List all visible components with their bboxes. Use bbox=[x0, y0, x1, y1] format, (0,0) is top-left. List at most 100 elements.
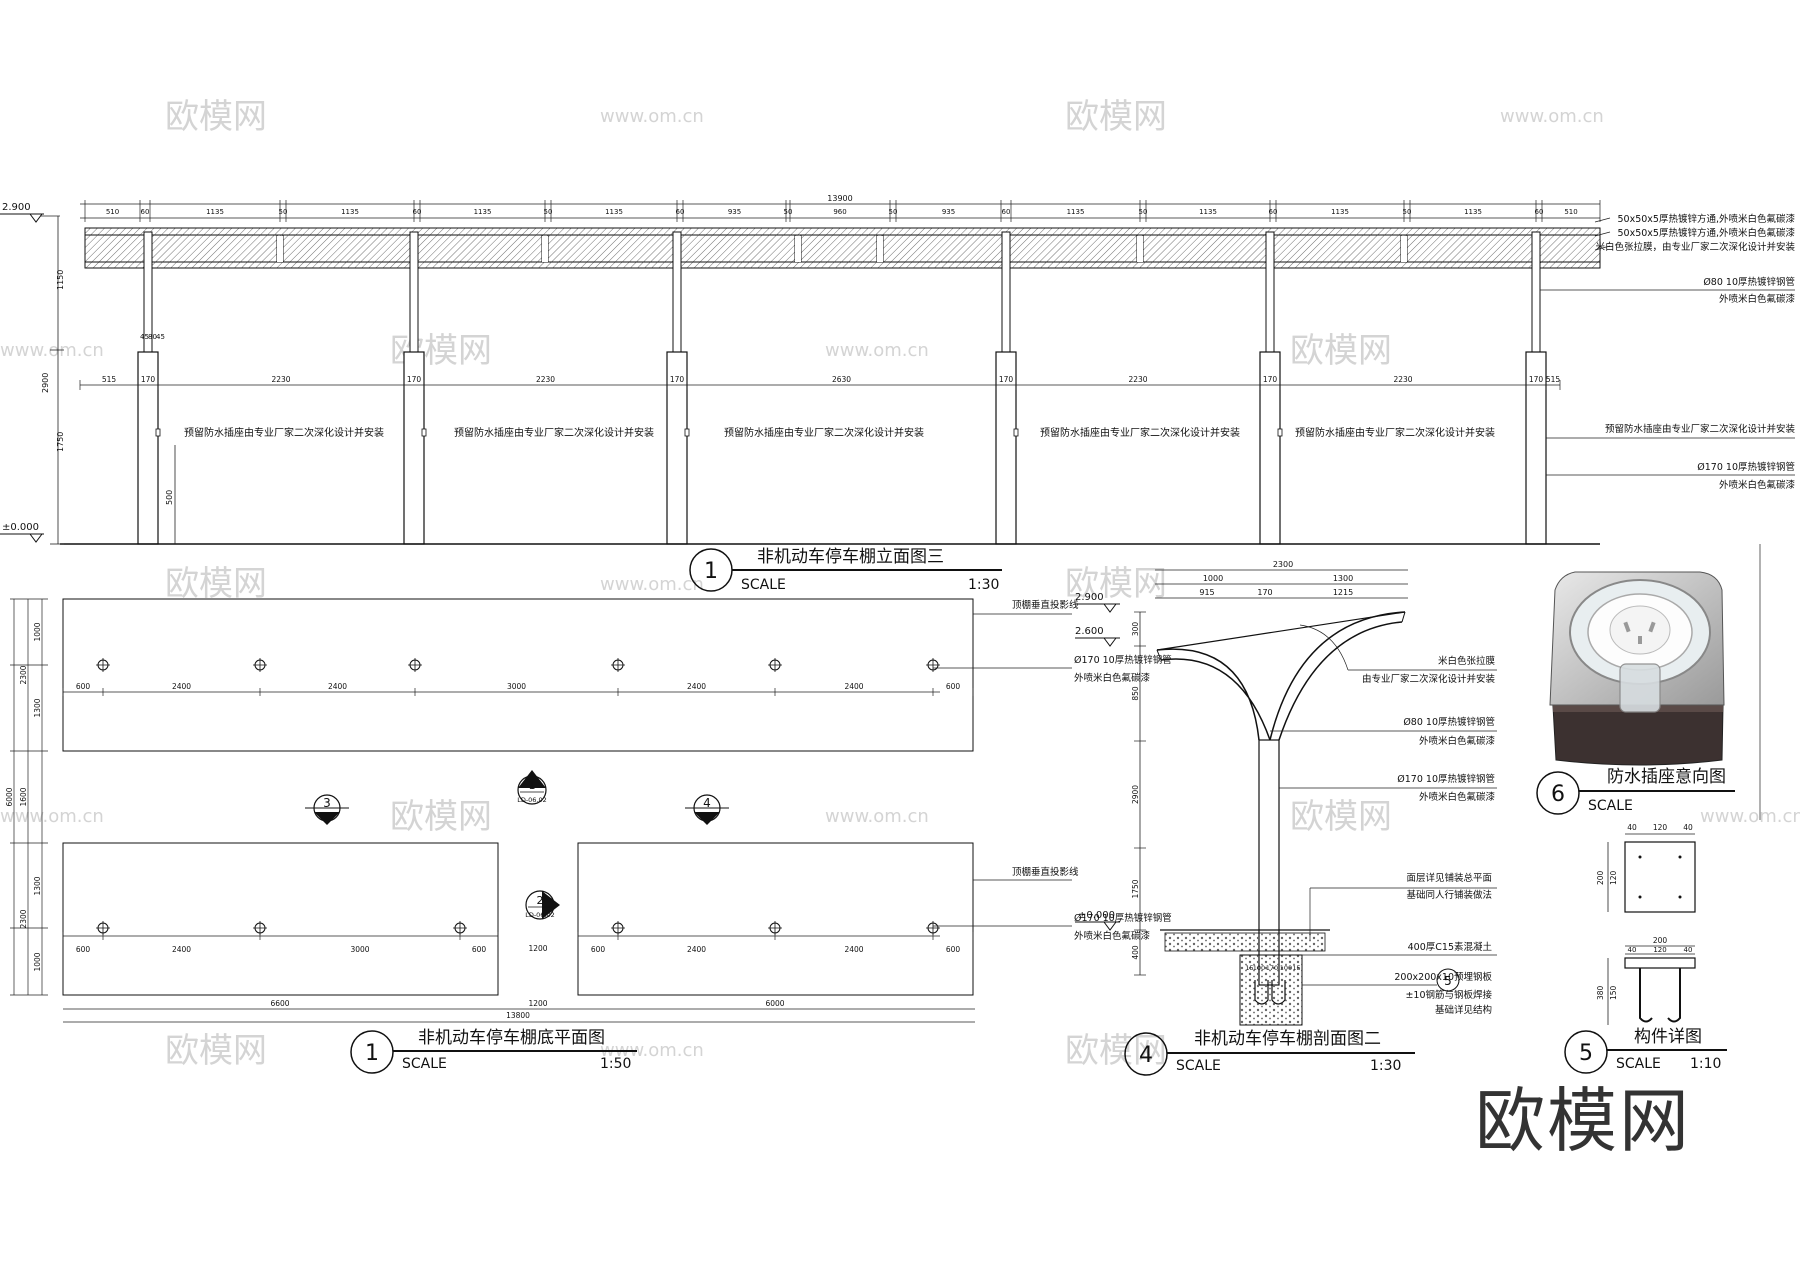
watermark-logo: 欧模网 bbox=[1065, 564, 1167, 604]
section-left-dim: 300 bbox=[1131, 622, 1140, 637]
section-dim-1300: 1300 bbox=[1333, 574, 1353, 583]
roof-frame-gap bbox=[277, 236, 283, 262]
elev-title: 非机动车停车棚立面图三 bbox=[757, 547, 944, 567]
section-level-top: 2.900 bbox=[1075, 592, 1104, 603]
watermark-url: www.om.cn bbox=[825, 340, 929, 361]
elev-top-dim-text: 935 bbox=[728, 208, 741, 216]
plan-right-note: 顶棚垂直投影线 bbox=[1012, 866, 1079, 878]
plan-left-dim: 2300 bbox=[19, 665, 28, 684]
plan-bottom-right-dim: 2400 bbox=[687, 945, 706, 954]
plan-top-row-dim: 2400 bbox=[172, 682, 191, 691]
socket-marker bbox=[684, 428, 690, 437]
plan-left-dim: 1300 bbox=[33, 698, 42, 717]
plan-right-note: 顶棚垂直投影线 bbox=[1012, 599, 1079, 611]
elev-total-dim: 13900 bbox=[827, 194, 852, 203]
watermark-url: www.om.cn bbox=[1700, 806, 1800, 827]
plan-left-dim: 6000 bbox=[5, 787, 14, 806]
plan-top-row-dim: 2400 bbox=[687, 682, 706, 691]
section-level-ground: ±0.000 bbox=[1078, 910, 1115, 921]
section-dim-2300: 2300 bbox=[1273, 560, 1293, 569]
section-dim-1215: 1215 bbox=[1333, 588, 1353, 597]
socket-note: 预留防水插座由专业厂家二次深化设计并安装 bbox=[724, 426, 924, 439]
elevation-marker-2-num: 2 bbox=[537, 894, 544, 907]
socket-scale-label: SCALE bbox=[1588, 798, 1633, 814]
section-foot-dim: 15 bbox=[1292, 964, 1300, 972]
elev-top-dim-text: 60 bbox=[1002, 208, 1011, 216]
elev-top-dim-text: 510 bbox=[106, 208, 119, 216]
section-level-mid: 2.600 bbox=[1075, 626, 1104, 637]
section-marker-3-num: 3 bbox=[323, 796, 331, 810]
detail-view: 40 120 40 200 120 200 40 120 40 380 150 … bbox=[1564, 823, 1727, 1074]
leader-line bbox=[1299, 624, 1349, 671]
section-note: 外喷米白色氟碳漆 bbox=[1419, 791, 1496, 803]
plan-post-cross bbox=[253, 658, 267, 672]
plan-scale-label: SCALE bbox=[402, 1056, 447, 1072]
plan-top-row-dim: 2400 bbox=[328, 682, 347, 691]
elev-top-dim-text: 60 bbox=[676, 208, 685, 216]
detail-sec-side-2: 150 bbox=[1609, 985, 1618, 1000]
section-foot-dim: 15 bbox=[1245, 964, 1253, 972]
elev-top-dim-text: 960 bbox=[833, 208, 846, 216]
detail-plan-dim-1: 40 bbox=[1627, 823, 1637, 832]
detail-plan-dim-3: 40 bbox=[1683, 823, 1693, 832]
elev-scale-label: SCALE bbox=[741, 577, 786, 593]
watermark-logo: 欧模网 bbox=[165, 97, 267, 137]
plan-bottom-dim-1200: 1200 bbox=[528, 999, 547, 1008]
plan-top-row-dim: 600 bbox=[76, 682, 91, 691]
plan-top-row-dim: 2400 bbox=[844, 682, 863, 691]
socket-marker bbox=[1277, 428, 1283, 437]
elev-level-ground: ±0.000 bbox=[2, 522, 39, 533]
plan-right-note: 外喷米白色氟碳漆 bbox=[1074, 930, 1151, 942]
detail-plan-dim-2: 120 bbox=[1653, 823, 1668, 832]
roof-frame-gap bbox=[542, 236, 548, 262]
plan-bottom-dim-6600: 6600 bbox=[270, 999, 289, 1008]
section-title-number: 4 bbox=[1139, 1043, 1153, 1068]
socket-note: 预留防水插座由专业厂家二次深化设计并安装 bbox=[1040, 426, 1240, 439]
detail-title-number: 5 bbox=[1579, 1041, 1593, 1066]
elev-top-dim-text: 1135 bbox=[206, 208, 224, 216]
detail-sec-dim-40b: 40 bbox=[1684, 946, 1693, 954]
elev-top-dim-text: 50 bbox=[1403, 208, 1412, 216]
elev-top-dim-text: 50 bbox=[889, 208, 898, 216]
plan-bottom-dim-6000: 6000 bbox=[765, 999, 784, 1008]
elev-top-dim-text: 60 bbox=[141, 208, 150, 216]
section-arm-right bbox=[1269, 611, 1406, 741]
plan-gap-dim: 1200 bbox=[528, 944, 547, 953]
plan-title: 非机动车停车棚底平面图 bbox=[418, 1028, 605, 1048]
roof-frame-gap bbox=[877, 236, 883, 262]
watermark-logo: 欧模网 bbox=[1290, 331, 1392, 371]
detail-sec-dim-200: 200 bbox=[1653, 936, 1668, 945]
elev-top-dim-text: 1135 bbox=[1067, 208, 1085, 216]
elev-right-note: Ø170 10厚热镀锌钢管 bbox=[1697, 461, 1795, 473]
plan-post-cross bbox=[611, 658, 625, 672]
plan-left-dim: 1600 bbox=[19, 787, 28, 806]
elev-mid-dim-text: 170 bbox=[670, 375, 685, 384]
section-note: ±10钢筋与钢板焊接 bbox=[1405, 989, 1492, 1001]
plan-right-note: Ø170 10厚热镀锌钢管 bbox=[1074, 654, 1172, 666]
plan-bottom-left-dim: 2400 bbox=[172, 945, 191, 954]
section-marker-4-arrow bbox=[694, 812, 720, 825]
section-note: 外喷米白色氟碳漆 bbox=[1419, 735, 1496, 747]
section-paving bbox=[1164, 932, 1326, 952]
section-note: 200x200x10预埋钢板 bbox=[1394, 971, 1492, 983]
elev-upper-post bbox=[1265, 231, 1275, 353]
elev-top-dim-text: 50 bbox=[544, 208, 553, 216]
elev-mid-dim-text: 515 bbox=[102, 375, 117, 384]
section-left-dim: 2900 bbox=[1131, 785, 1140, 804]
plan-bottom-left-dim: 600 bbox=[76, 945, 91, 954]
roof-frame-gap bbox=[1137, 236, 1143, 262]
plan-left-dim: 1300 bbox=[33, 876, 42, 895]
detail-sec-dim-120: 120 bbox=[1653, 946, 1666, 954]
leader-line bbox=[1594, 245, 1611, 251]
watermark-logo: 欧模网 bbox=[1065, 1031, 1167, 1071]
plan-top-row-dim: 3000 bbox=[507, 682, 526, 691]
plan-title-number: 1 bbox=[365, 1041, 379, 1066]
elev-mid-dim-text: 2230 bbox=[536, 375, 555, 384]
detail-plan-side-1: 200 bbox=[1596, 870, 1605, 885]
socket-marker bbox=[421, 428, 427, 437]
section-foot-dim: 100 bbox=[1253, 964, 1265, 972]
elev-top-dim-text: 50 bbox=[784, 208, 793, 216]
plan-post-cross bbox=[96, 658, 110, 672]
plan-left-dim: 1000 bbox=[33, 952, 42, 971]
